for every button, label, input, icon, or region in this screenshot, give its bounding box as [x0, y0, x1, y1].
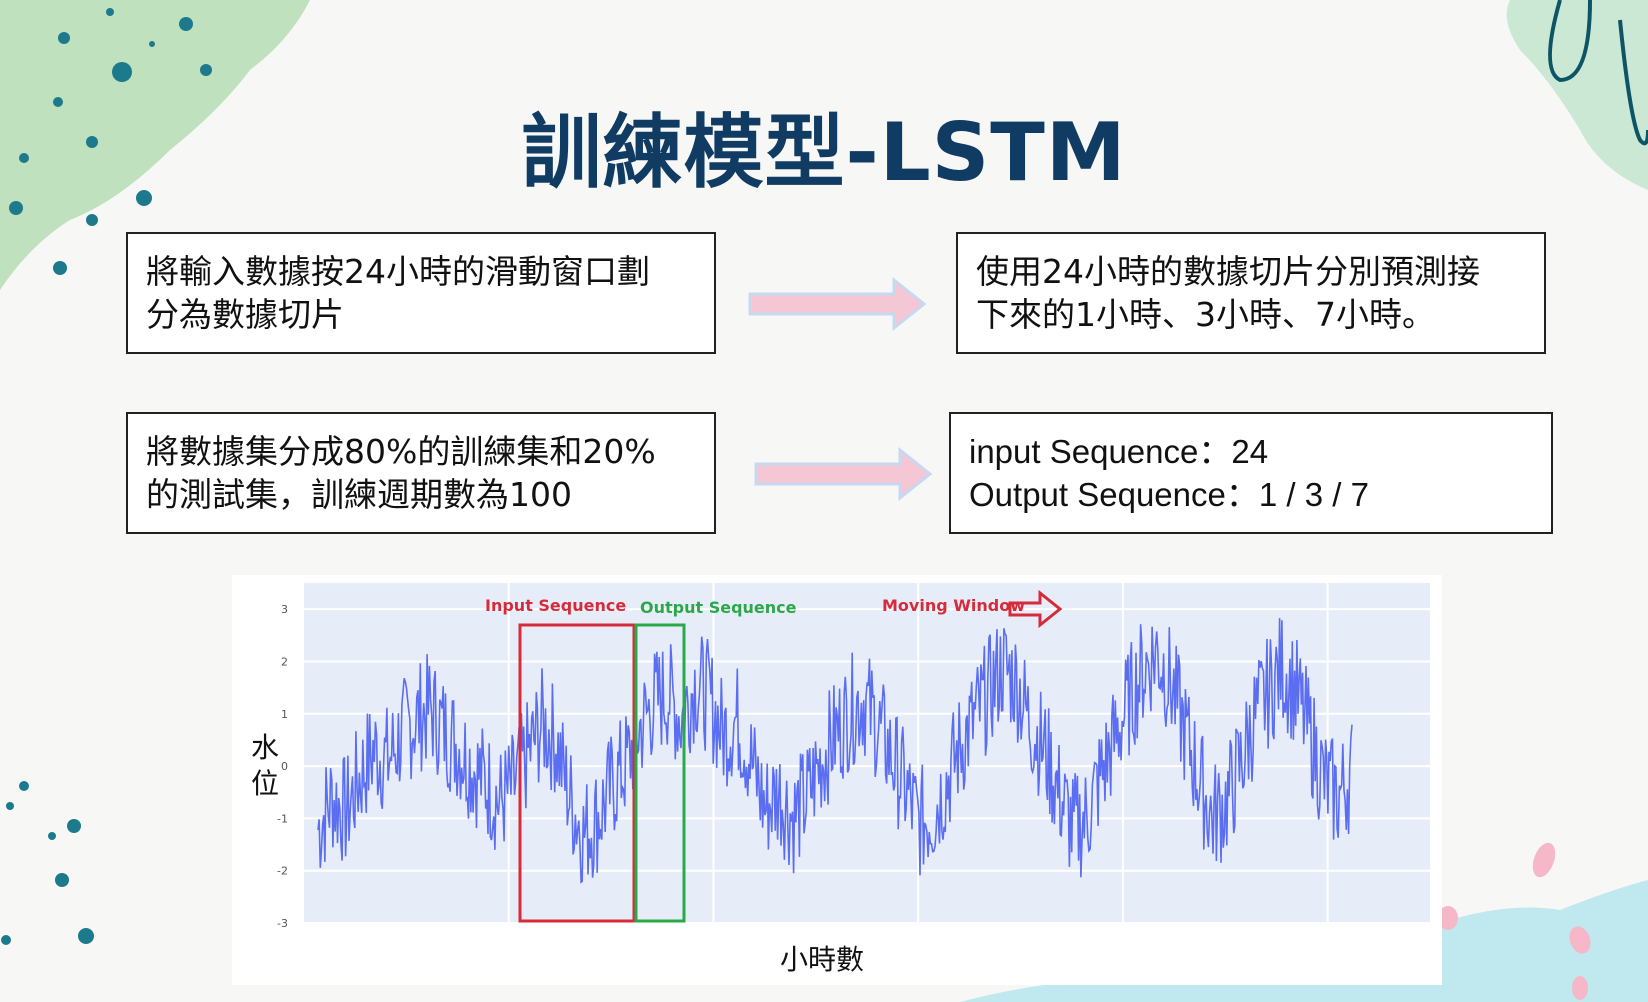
text-line: 將數據集分成80%的訓練集和20%	[146, 432, 656, 471]
y-tick-label: -3	[277, 917, 288, 930]
text-box-bottom-left: 將數據集分成80%的訓練集和20% 的測試集，訓練週期數為100	[126, 412, 716, 534]
y-tick-label: -2	[277, 865, 288, 878]
series-line	[317, 618, 1353, 884]
arrow-right-icon	[754, 446, 933, 502]
arrow-right-icon	[748, 276, 927, 332]
moving-window-arrow-icon	[1008, 589, 1063, 629]
y-tick-label: 1	[281, 708, 288, 721]
text-line: Output Sequence：1 / 3 / 7	[969, 476, 1369, 513]
y-tick-label: 0	[281, 760, 288, 773]
plot-area	[304, 583, 1430, 923]
line-chart: 3 2 1 0 -1 -2 -3 Input Sequence Output Sequenc…	[232, 575, 1442, 985]
slide-title: 訓練模型-LSTM	[521, 106, 1127, 199]
text-box-top-left: 將輸入數據按24小時的滑動窗口劃 分為數據切片	[126, 232, 716, 354]
text-line: 分為數據切片	[146, 295, 344, 334]
dots-bottom-left	[1, 781, 94, 945]
y-tick-label: 2	[281, 655, 288, 668]
text-line: 下來的1小時、3小時、7小時。	[976, 295, 1435, 334]
y-axis-label: 水位	[250, 731, 279, 800]
water-level-chart: 3 2 1 0 -1 -2 -3 Input Sequence Output Sequenc…	[232, 575, 1442, 985]
text-line: 將輸入數據按24小時的滑動窗口劃	[146, 252, 650, 291]
text-line: input Sequence：24	[969, 433, 1269, 470]
text-line: 使用24小時的數據切片分別預測接	[976, 252, 1480, 291]
annotation-input-sequence: Input Sequence	[485, 596, 626, 615]
x-axis-label: 小時數	[780, 943, 865, 976]
input-sequence-window	[518, 623, 636, 923]
text-box-top-right: 使用24小時的數據切片分別預測接 下來的1小時、3小時、7小時。	[956, 232, 1546, 354]
annotation-moving-window: Moving Window	[882, 596, 1025, 615]
annotation-output-sequence: Output Sequence	[640, 598, 797, 617]
y-tick-label: -1	[277, 812, 288, 825]
y-tick-label: 3	[281, 603, 288, 616]
text-box-bottom-right: input Sequence：24 Output Sequence：1 / 3 …	[949, 412, 1553, 534]
output-sequence-window	[634, 623, 686, 923]
text-line: 的測試集，訓練週期數為100	[146, 475, 572, 514]
